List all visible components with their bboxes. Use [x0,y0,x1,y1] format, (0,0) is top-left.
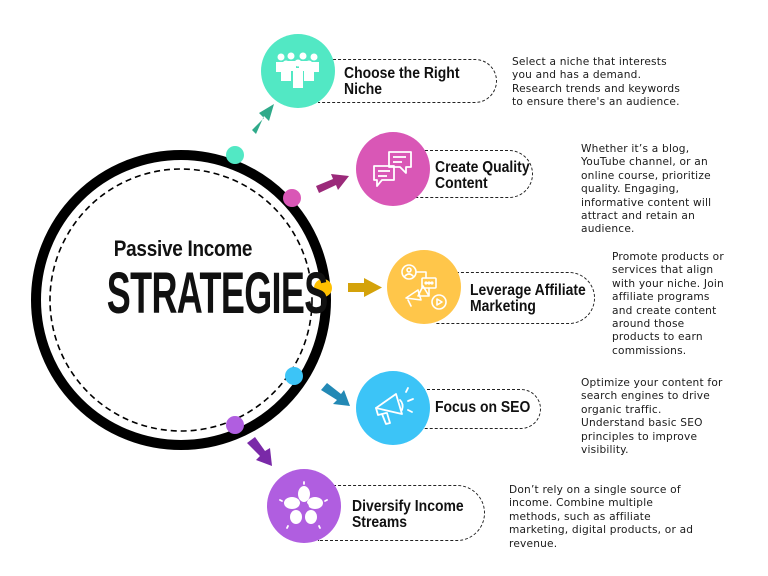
arrow-yellow-icon [348,278,382,297]
arrow-teal-icon [252,104,274,134]
center-title: STRATEGIES [106,261,329,326]
step-title-line2: Streams [352,514,408,531]
inner-dashed-ring [49,168,313,432]
step-title-pill [436,272,595,324]
step-description: Select a niche that interests you and ha… [512,56,681,109]
node-dot-teal [226,146,244,164]
people-group-icon [276,52,319,88]
node-dot-blue [285,367,303,385]
step-title-line1: Diversify Income [352,498,464,515]
chat-bubbles-icon [373,151,412,187]
center-subtitle: Passive Income [113,236,253,261]
step-description: Promote products or services that align … [612,251,724,357]
node-dot-yellow [314,279,332,297]
arrow-purple-icon [247,437,272,466]
step-icon-circle [267,469,341,543]
node-dot-magenta [283,189,301,207]
step-icon-circle [356,371,430,445]
step-title-line1: Focus on SEO [435,399,531,416]
arrow-blue-icon [321,383,350,406]
step-icon-circle [356,132,430,206]
step-title-pill [412,389,541,429]
arrow-magenta-icon [316,174,349,193]
step-title-pill [410,150,533,198]
hands-circle-icon [279,481,328,529]
step-title-pill [318,59,497,103]
affiliate-network-icon [401,264,447,310]
step-icon-circle [387,250,461,324]
step-description: Optimize your content for search engines… [581,377,723,457]
step-title-line2: Marketing [470,298,536,315]
step-title-line1: Choose the Right [344,65,460,82]
step-description: Don’t rely on a single source of income.… [509,484,694,550]
step-description: Whether it’s a blog, YouTube channel, or… [581,143,712,236]
megaphone-icon [375,387,414,425]
step-title-line2: Niche [344,81,382,98]
step-icon-circle [261,34,335,108]
step-title-line1: Create Quality [435,159,530,176]
step-title-line1: Leverage Affiliate [470,282,586,299]
node-dot-purple [226,416,244,434]
outer-ring [31,150,331,450]
step-title-line2: Content [435,175,488,192]
step-title-pill [318,485,485,541]
